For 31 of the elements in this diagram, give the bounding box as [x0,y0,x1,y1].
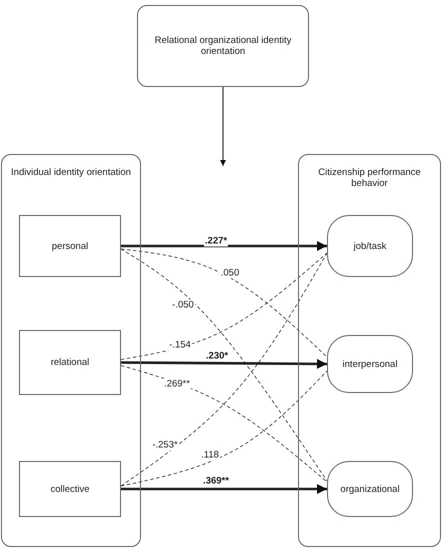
box-label: relational [50,357,90,368]
edge-label: .227* [204,236,228,246]
rounded-box [327,215,413,277]
variable-box [19,215,121,277]
group-title: Citizenship performance behavior [317,167,422,189]
edge-label: -.154 [168,340,192,350]
edge-label: .269** [163,378,191,390]
arrow [121,484,327,494]
box-label: organizational [340,484,400,494]
group-panel [1,154,141,547]
group-panel [298,154,441,547]
edge-label: -.253* [151,440,179,450]
arrow [121,358,327,369]
box-label: interpersonal [342,358,398,370]
edge-label: .230* [204,350,230,362]
arrow [220,86,226,166]
edge-label: .118 [200,450,220,460]
edge-label: .050 [220,268,240,278]
variable-box [19,461,121,517]
box-label: personal [52,240,88,252]
group-title: Individual identity orientation [10,167,132,178]
rounded-box [327,461,413,517]
box-label: job/task [354,240,386,252]
rounded-box [137,5,309,87]
edge-label: -.050 [171,300,195,310]
rounded-box [327,335,413,393]
edge-label: .369** [202,476,230,486]
box-label: Relational organizational identity orientation [154,35,292,57]
arrow [121,241,327,251]
variable-box [19,330,121,395]
box-label: collective [50,484,90,494]
